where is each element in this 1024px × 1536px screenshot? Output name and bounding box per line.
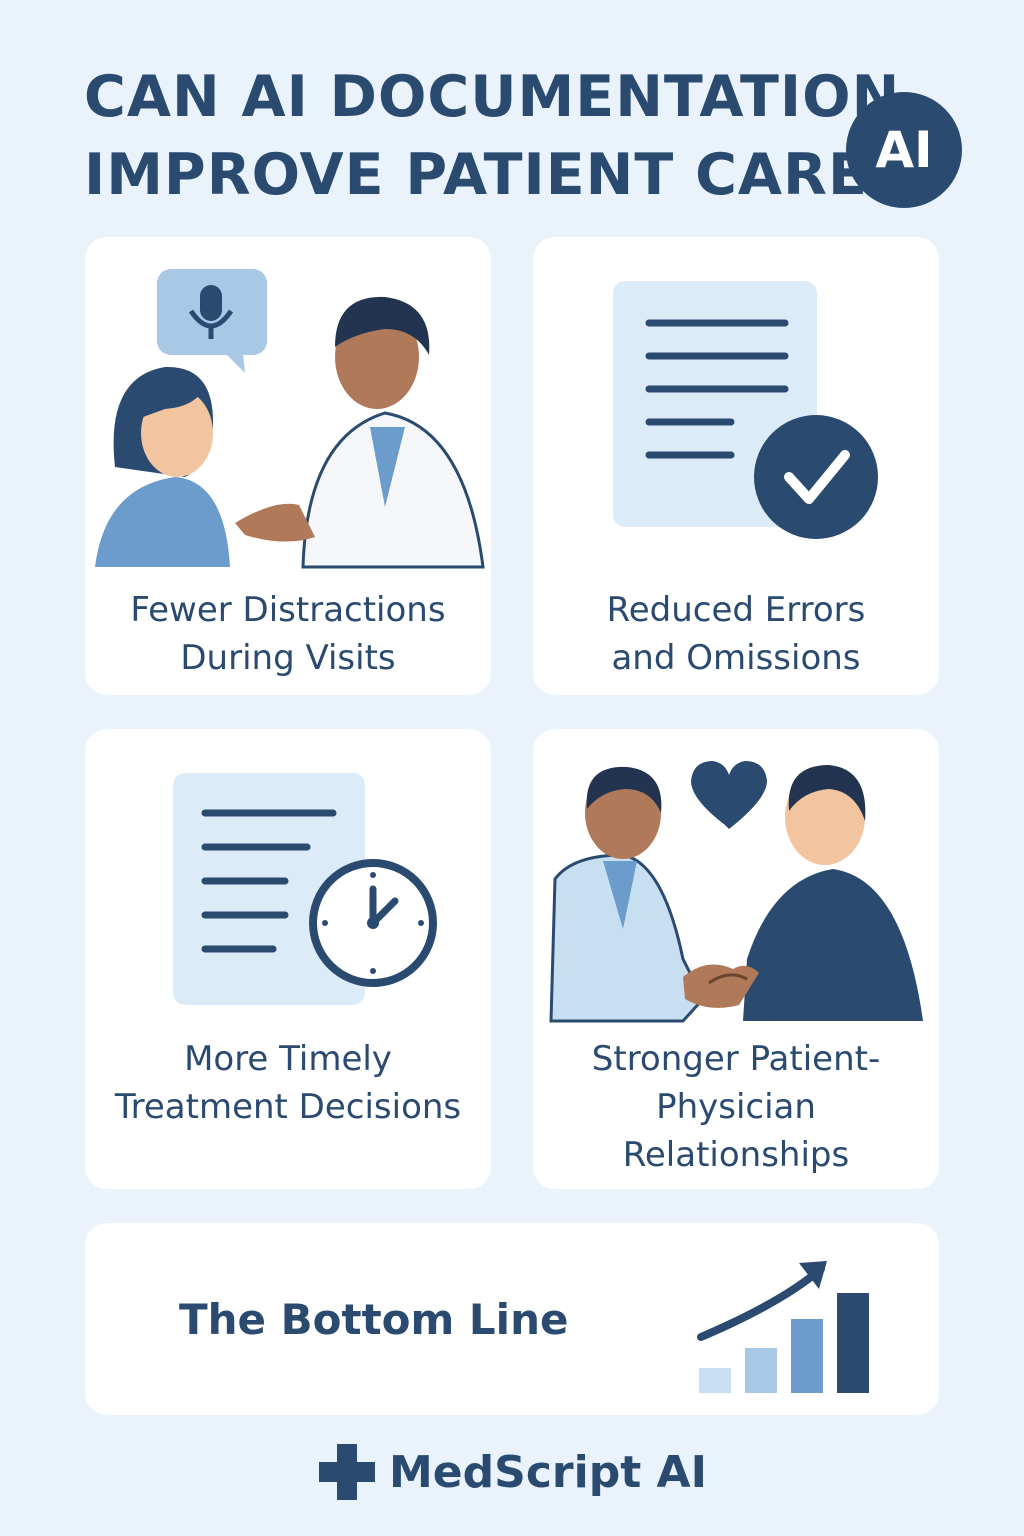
card-label: More Timely Treatment Decisions: [114, 1039, 462, 1127]
title-line-2: IMPROVE PATIENT CARE: [84, 142, 868, 208]
handshake-heart-illustration: [549, 761, 923, 1023]
card-label: Fewer Distractions During Visits: [130, 590, 446, 678]
card-label: Reduced Errors and Omissions: [606, 590, 866, 678]
card-fewer-distractions: Fewer Distractions During Visits: [85, 237, 491, 695]
doctor-patient-conversation-illustration: [95, 269, 485, 569]
title-line-1: CAN AI DOCUMENTATION: [84, 64, 901, 130]
bottom-line-card: The Bottom Line: [85, 1223, 939, 1415]
ai-badge: AI: [846, 92, 962, 208]
bottom-line-label: The Bottom Line: [179, 1295, 569, 1344]
growth-bar-chart-icon: [697, 1261, 869, 1393]
medical-cross-icon: [319, 1444, 376, 1500]
card-reduced-errors: Reduced Errors and Omissions: [533, 237, 939, 695]
document-checkmark-icon: [613, 281, 878, 539]
card-stronger-relationships: Stronger Patient- Physician Relationship…: [533, 729, 939, 1189]
document-clock-icon: [173, 773, 437, 1005]
brand-name: MedScript AI: [389, 1446, 707, 1498]
page-title: CAN AI DOCUMENTATION IMPROVE PATIENT CAR…: [84, 58, 901, 214]
card-timely-decisions: More Timely Treatment Decisions: [85, 729, 491, 1189]
card-label: Stronger Patient- Physician Relationship…: [591, 1039, 881, 1175]
brand-footer: MedScript AI: [0, 1440, 1024, 1504]
